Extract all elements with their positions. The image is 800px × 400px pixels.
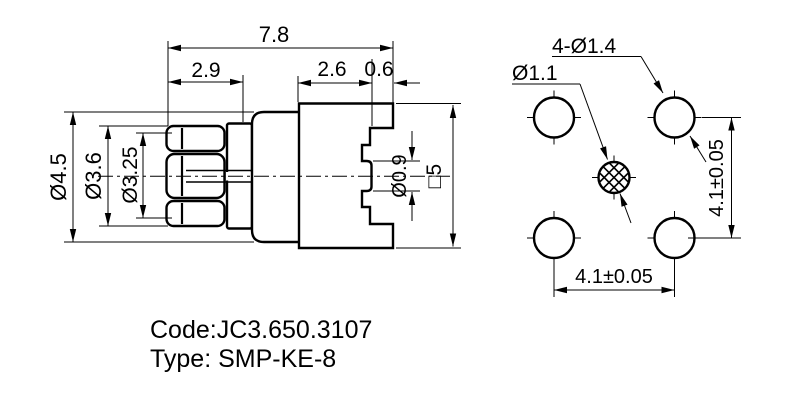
footprint-dimension-lines — [553, 117, 741, 297]
label-center-hole: Ø1.1 — [512, 62, 558, 85]
dim-pitch-horizontal: 4.1±0.05 — [575, 266, 653, 288]
dim-body-square: □5 — [423, 164, 446, 188]
dim-mid-diameter: Ø3.6 — [81, 152, 106, 200]
center-hole-hatch — [599, 162, 629, 193]
dim-overall-length: 7.8 — [259, 22, 290, 47]
side-view-dimension-lines — [69, 44, 457, 247]
rail-top — [165, 124, 226, 153]
part-type-text: Type: SMP-KE-8 — [150, 345, 336, 373]
dim-inner-diameter: Ø3.25 — [119, 146, 142, 203]
mounting-hole-top-right — [653, 96, 696, 139]
dim-step-depth: 0.6 — [364, 58, 393, 81]
mounting-hole-bottom-left — [532, 216, 576, 260]
dim-pin-diameter: Ø0.9 — [389, 154, 411, 197]
dim-pitch-vertical: 4.1±0.05 — [706, 139, 728, 217]
mounting-hole-top-left — [532, 96, 576, 139]
leader-lines — [512, 56, 707, 224]
side-view-extension-lines — [64, 41, 461, 249]
dim-body-length: 2.6 — [317, 58, 346, 81]
footprint-view: 4-Ø1.4 Ø1.1 4.1±0.05 4.1±0.05 — [512, 35, 741, 297]
title-block: Code:JC3.650.3107 Type: SMP-KE-8 — [150, 316, 372, 373]
connector-main-body — [297, 102, 395, 250]
rail-bottom — [165, 199, 226, 228]
side-view: 7.8 2.9 2.6 0.6 Ø4.5 Ø3.6 Ø3.25 Ø0.9 □5 — [46, 22, 461, 250]
dim-outer-diameter: Ø4.5 — [46, 153, 71, 201]
connector-mid-body — [250, 110, 303, 244]
label-corner-holes: 4-Ø1.4 — [552, 35, 617, 58]
dim-interface-length: 2.9 — [191, 59, 220, 82]
part-code-text: Code:JC3.650.3107 — [150, 316, 372, 344]
